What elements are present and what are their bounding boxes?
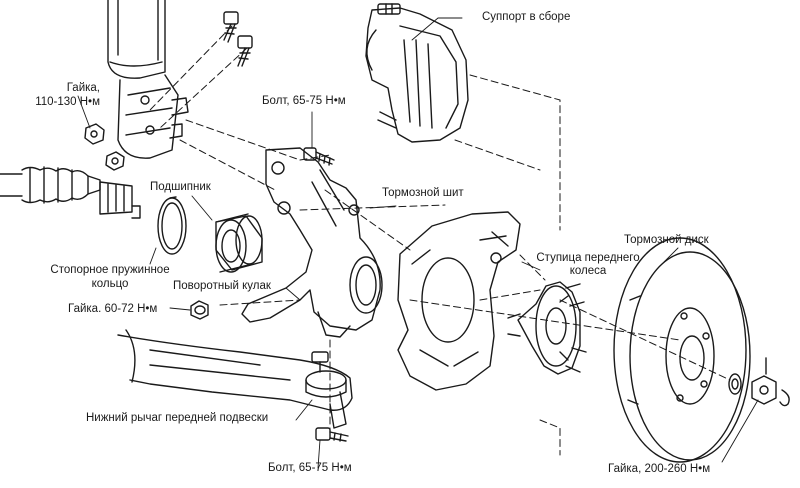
nut-bottom-label: Гайка, 200-260 Н•м	[608, 463, 711, 475]
nut-top-label-line1: Гайка,	[66, 82, 100, 94]
snap-ring	[157, 196, 187, 255]
wheel-hub	[507, 281, 587, 375]
assembly-guide-lines	[149, 25, 731, 456]
snap-ring-label-line2: кольцо	[91, 278, 129, 290]
hub-label-line1: Ступица переднего	[536, 252, 640, 264]
brake-disc	[613, 237, 751, 463]
drive-shaft	[0, 166, 141, 219]
hub-label-line2: колеса	[569, 265, 607, 277]
bearing-label: Подшипник	[150, 181, 211, 193]
strut-assembly	[107, 0, 189, 159]
hub-nut	[751, 357, 777, 405]
cotter-pin	[779, 389, 790, 407]
brake-shield	[397, 211, 521, 391]
nut-top-label-line2: 110-130 Н•м	[35, 96, 100, 108]
ball-joint	[305, 351, 347, 398]
strut-bolt-upper	[223, 11, 239, 43]
lower-control-arm	[117, 329, 353, 429]
strut-nut-lower	[105, 151, 125, 171]
strut-nut-upper	[84, 123, 105, 145]
hub-washer	[728, 373, 742, 395]
caliper-label: Суппорт в сборе	[482, 11, 571, 23]
steering-knuckle	[241, 147, 383, 338]
knuckle-bolt-top	[303, 147, 335, 166]
brake-disc-label: Тормозной диск	[624, 234, 709, 246]
knuckle-label: Поворотный кулак	[173, 280, 271, 292]
lower-bolt	[315, 427, 349, 442]
strut-bolt-lower	[237, 35, 253, 67]
leader-lines	[77, 17, 759, 469]
snap-ring-label-line1: Стопорное пружинное	[50, 264, 170, 276]
brake-shield-label: Тормозной шит	[382, 187, 464, 199]
bolt-top-label: Болт, 65-75 Н•м	[262, 95, 346, 107]
wheel-bearing	[215, 213, 263, 273]
bolt-bottom-label: Болт, 65-75 Н•м	[268, 462, 352, 474]
brake-caliper	[365, 3, 469, 143]
nut-mid-label: Гайка. 60-72 Н•м	[68, 303, 158, 315]
knuckle-nut	[190, 300, 209, 320]
lower-arm-label: Нижний рычаг передней подвески	[86, 412, 269, 424]
